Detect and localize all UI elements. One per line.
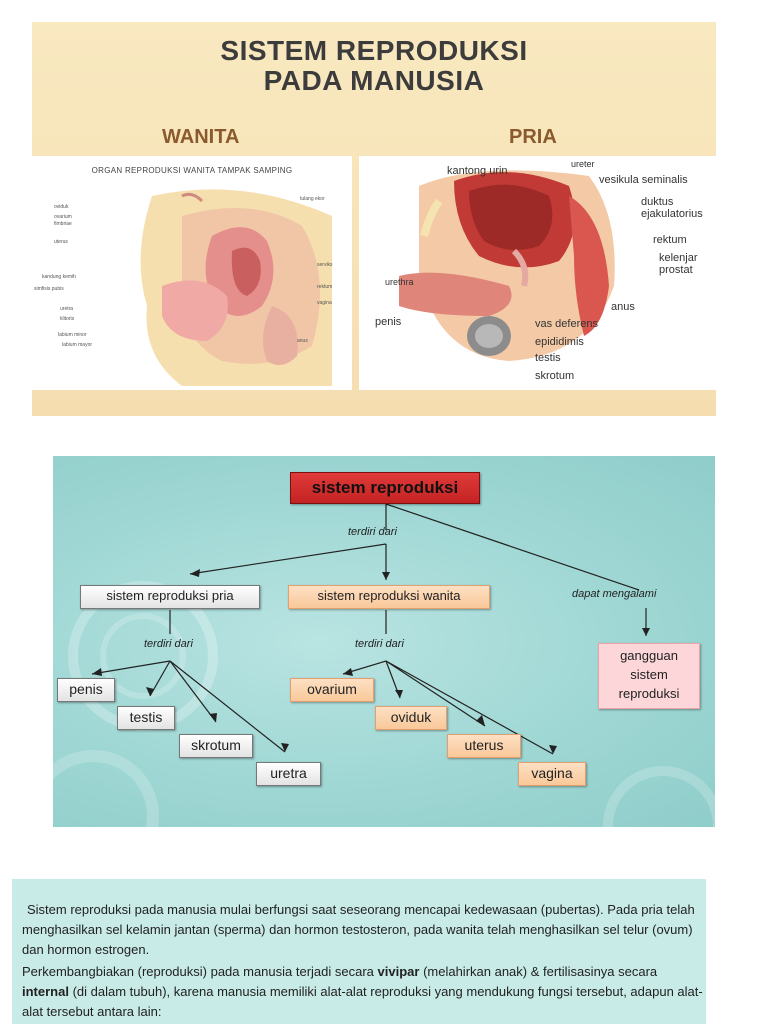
anatomy-slide: SISTEM REPRODUKSI PADA MANUSIA WANITA PR… [32,22,716,416]
label-ejakulatorius: ejakulatorius [641,208,703,220]
label-vas-deferens: vas deferens [535,318,598,330]
female-anatomy-illustration: ORGAN REPRODUKSI WANITA TAMPAK SAMPING o… [32,156,352,390]
label-dapat-mengalami: dapat mengalami [572,588,657,600]
node-gangguan-sistem-reproduksi: gangguan sistem reproduksi [598,643,700,709]
paragraph-reproduksi: Perkembangbiakan (reproduksi) pada manus… [22,962,706,1022]
node-penis: penis [57,678,115,702]
node-uterus: uterus [447,734,521,758]
female-illustration-caption: ORGAN REPRODUKSI WANITA TAMPAK SAMPING [91,166,293,175]
text-panel: Sistem reproduksi pada manusia mulai ber… [12,879,706,1024]
p2-text-e: (di dalam tubuh), karena manusia memilik… [22,984,703,1019]
label-terdiri-dari-wanita: terdiri dari [355,638,404,650]
paragraph-pubertas: Sistem reproduksi pada manusia mulai ber… [22,902,695,957]
p2-bold-internal: internal [22,984,69,999]
slide-title: SISTEM REPRODUKSI PADA MANUSIA [32,36,716,96]
label-kelenjar: kelenjar [659,252,698,264]
node-vagina: vagina [518,762,586,786]
node-ovarium: ovarium [290,678,374,702]
p2-bold-vivipar: vivipar [377,964,420,979]
label-epididimis: epididimis [535,336,584,348]
label-testis: testis [535,352,561,364]
node-sistem-reproduksi-wanita: sistem reproduksi wanita [288,585,490,609]
p2-text-a: Perkembangbiakan (reproduksi) pada manus… [22,964,378,979]
p2-text-c: (melahirkan anak) & fertilisasinya secar… [419,964,658,979]
title-line-2: PADA MANUSIA [263,65,485,96]
node-uretra: uretra [256,762,321,786]
label-anus: anus [611,301,635,313]
label-terdiri-dari-root: terdiri dari [348,526,397,538]
label-kantong-urin: kantong urin [447,165,508,177]
node-skrotum: skrotum [179,734,253,758]
male-anatomy-illustration: kantong urin ureter vesikula seminalis d… [359,156,716,390]
title-line-1: SISTEM REPRODUKSI [220,35,528,66]
label-terdiri-dari-pria: terdiri dari [144,638,193,650]
male-heading: PRIA [509,126,557,148]
label-urethra: urethra [385,277,414,287]
label-skrotum: skrotum [535,370,575,382]
label-ureter: ureter [571,159,595,169]
label-duktus: duktus [641,196,674,208]
concept-map: sistem reproduksi terdiri dari dapat men… [53,456,715,827]
female-heading: WANITA [162,126,240,148]
node-oviduk: oviduk [375,706,447,730]
male-anatomy-drawing [399,170,615,361]
label-vesikula: vesikula seminalis [599,174,688,186]
label-prostat: prostat [659,264,693,276]
node-testis: testis [117,706,175,730]
label-penis: penis [375,316,402,328]
label-rektum: rektum [653,234,687,246]
female-anatomy-drawing [140,189,332,386]
node-sistem-reproduksi-pria: sistem reproduksi pria [80,585,260,609]
root-node-sistem-reproduksi: sistem reproduksi [290,472,480,504]
